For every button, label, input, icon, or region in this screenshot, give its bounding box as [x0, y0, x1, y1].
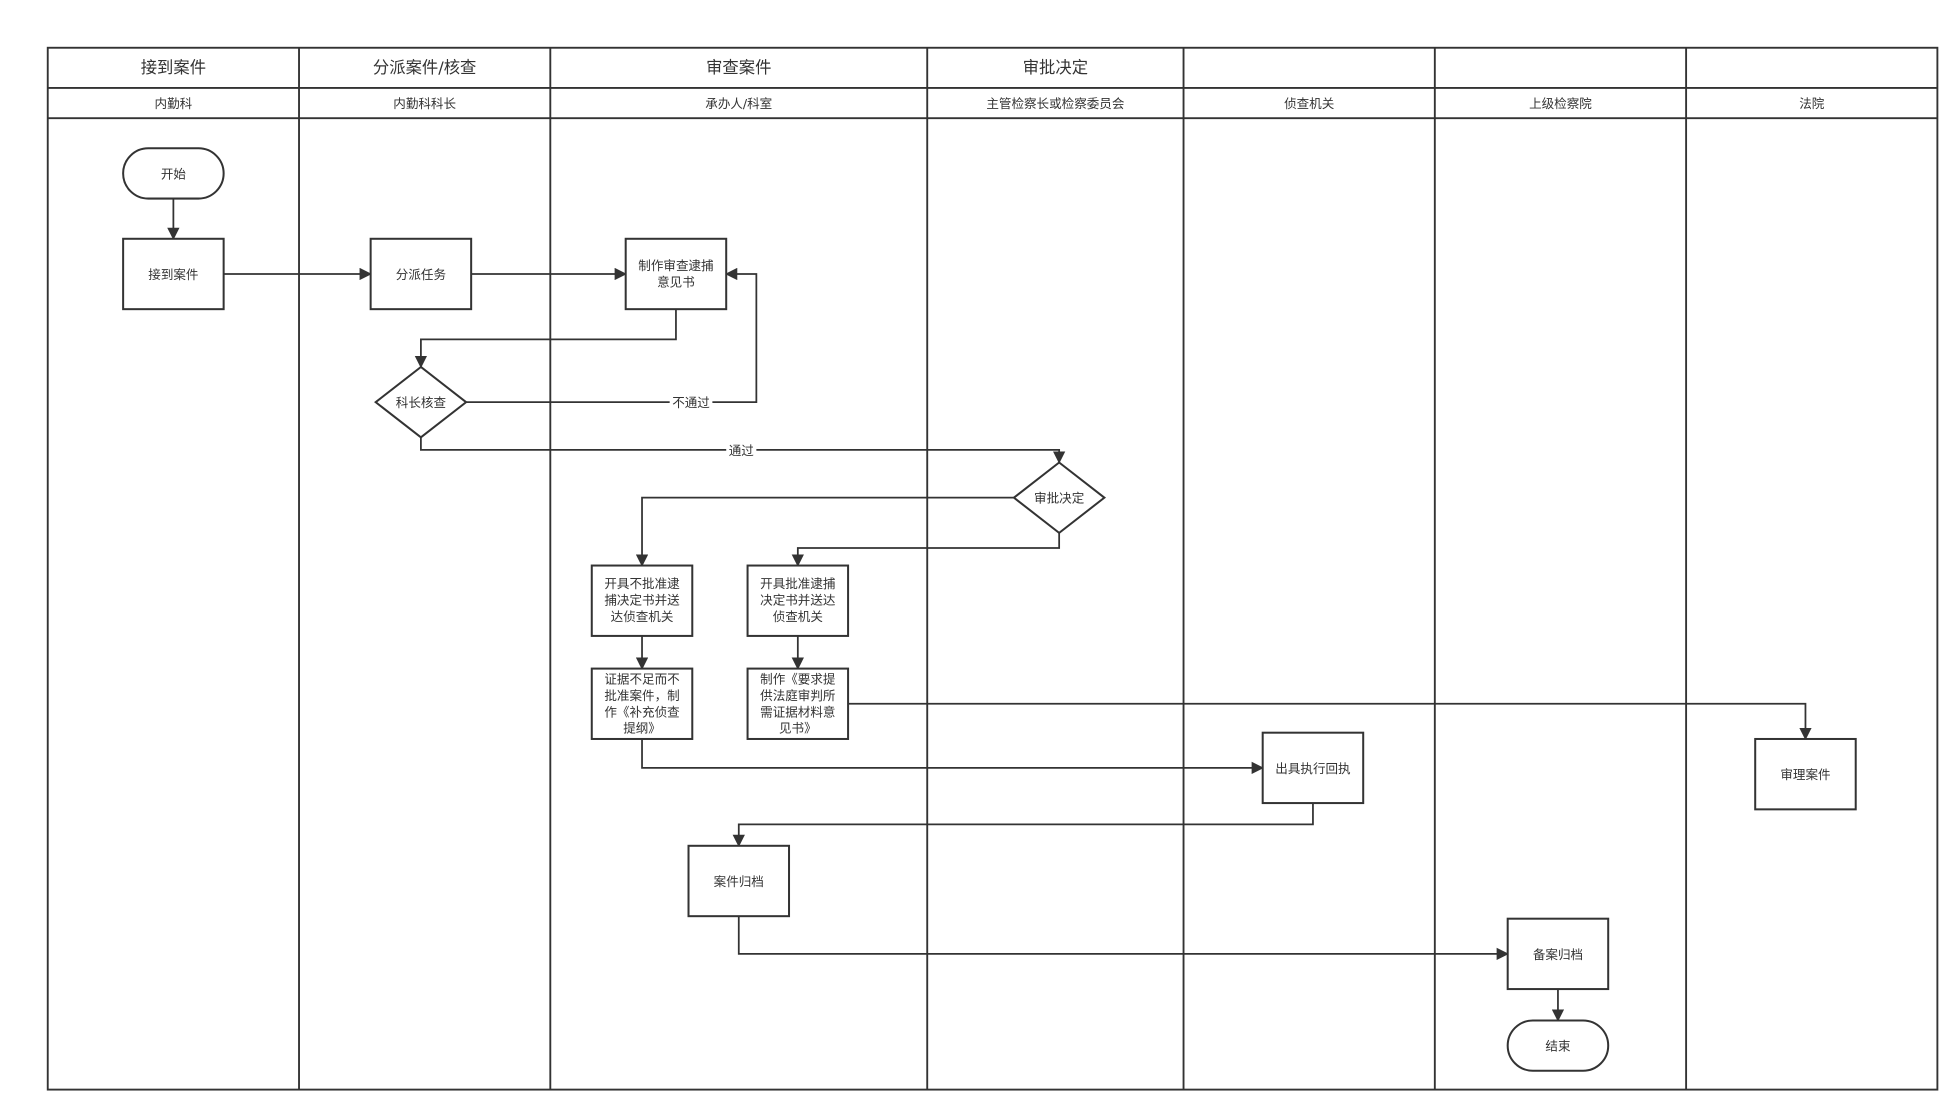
node-label: 制作审查逮捕: [638, 258, 713, 273]
lane-title: 分派案件/核查: [373, 58, 476, 77]
node-label: 侦查机关: [773, 609, 824, 624]
node-label: 接到案件: [148, 267, 198, 282]
lane-headers: 接到案件 分派案件/核查 审查案件 审批决定 内勤科 内勤科科长 承办人/科室 …: [141, 58, 1825, 111]
lane-role: 法院: [1799, 96, 1825, 111]
node-label: 决定书并送达: [760, 592, 836, 607]
node-chief-review: 科长核查: [374, 365, 468, 439]
node-approval: 审批决定: [1012, 461, 1107, 535]
node-start: 开始: [122, 147, 225, 200]
edge-label-pass: 通过: [729, 443, 755, 458]
node-label: 开具批准逮捕: [760, 576, 835, 591]
node-receipt: 出具执行回执: [1261, 731, 1365, 805]
lane-role: 承办人/科室: [705, 96, 772, 111]
node-label: 开始: [161, 166, 187, 181]
node-insufficient: 证据不足而不 批准案件，制 作《补充侦查 提纲》: [590, 667, 694, 740]
node-label: 达侦查机关: [611, 609, 674, 624]
node-approve: 开具批准逮捕 决定书并送达 侦查机关: [746, 564, 850, 637]
node-label: 提纲》: [623, 721, 661, 736]
lane-role: 上级检察院: [1529, 96, 1592, 111]
node-receive: 接到案件: [122, 237, 225, 311]
node-label: 作《补充侦查: [604, 704, 680, 719]
node-label: 出具执行回执: [1275, 761, 1351, 776]
node-label: 科长核查: [396, 395, 447, 410]
node-label: 制作《要求提: [760, 672, 836, 687]
node-label: 批准案件，制: [604, 688, 679, 703]
lane-role: 内勤科科长: [393, 96, 456, 111]
node-opinion: 制作审查逮捕 意见书: [624, 237, 728, 311]
node-label: 供法庭审判所: [760, 688, 836, 703]
lane-title: 审批决定: [1023, 58, 1088, 77]
node-label: 备案归档: [1533, 947, 1583, 962]
node-label: 结束: [1545, 1039, 1571, 1054]
node-archive: 案件归档: [687, 844, 791, 918]
lane-title: 审查案件: [706, 58, 771, 77]
node-label: 证据不足而不: [604, 672, 680, 687]
node-assign: 分派任务: [369, 237, 473, 311]
node-label: 见书》: [779, 721, 817, 736]
node-label: 开具不批准逮: [604, 576, 680, 591]
node-end: 结束: [1506, 1019, 1610, 1072]
lane-role: 主管检察长或检察委员会: [986, 96, 1124, 111]
node-label: 需证据材料意: [760, 704, 835, 719]
lane-title: 接到案件: [141, 58, 206, 77]
node-label: 分派任务: [396, 267, 447, 282]
node-trial: 审理案件: [1754, 737, 1857, 811]
lane-role: 内勤科: [155, 96, 193, 111]
node-label: 捕决定书并送: [604, 592, 680, 607]
lane-role: 侦查机关: [1284, 96, 1335, 111]
node-label: 意见书: [657, 275, 695, 290]
node-not-approve: 开具不批准逮 捕决定书并送 达侦查机关: [590, 564, 694, 637]
node-request: 制作《要求提 供法庭审判所 需证据材料意 见书》: [746, 667, 850, 740]
node-label: 审理案件: [1780, 767, 1830, 782]
swimlanes: [46, 46, 1939, 1091]
node-record: 备案归档: [1506, 917, 1610, 991]
node-label: 审批决定: [1034, 491, 1085, 506]
node-label: 案件归档: [714, 874, 764, 889]
edge-label-fail: 不通过: [672, 395, 710, 410]
edges: 不通过 通过: [167, 198, 1812, 1022]
